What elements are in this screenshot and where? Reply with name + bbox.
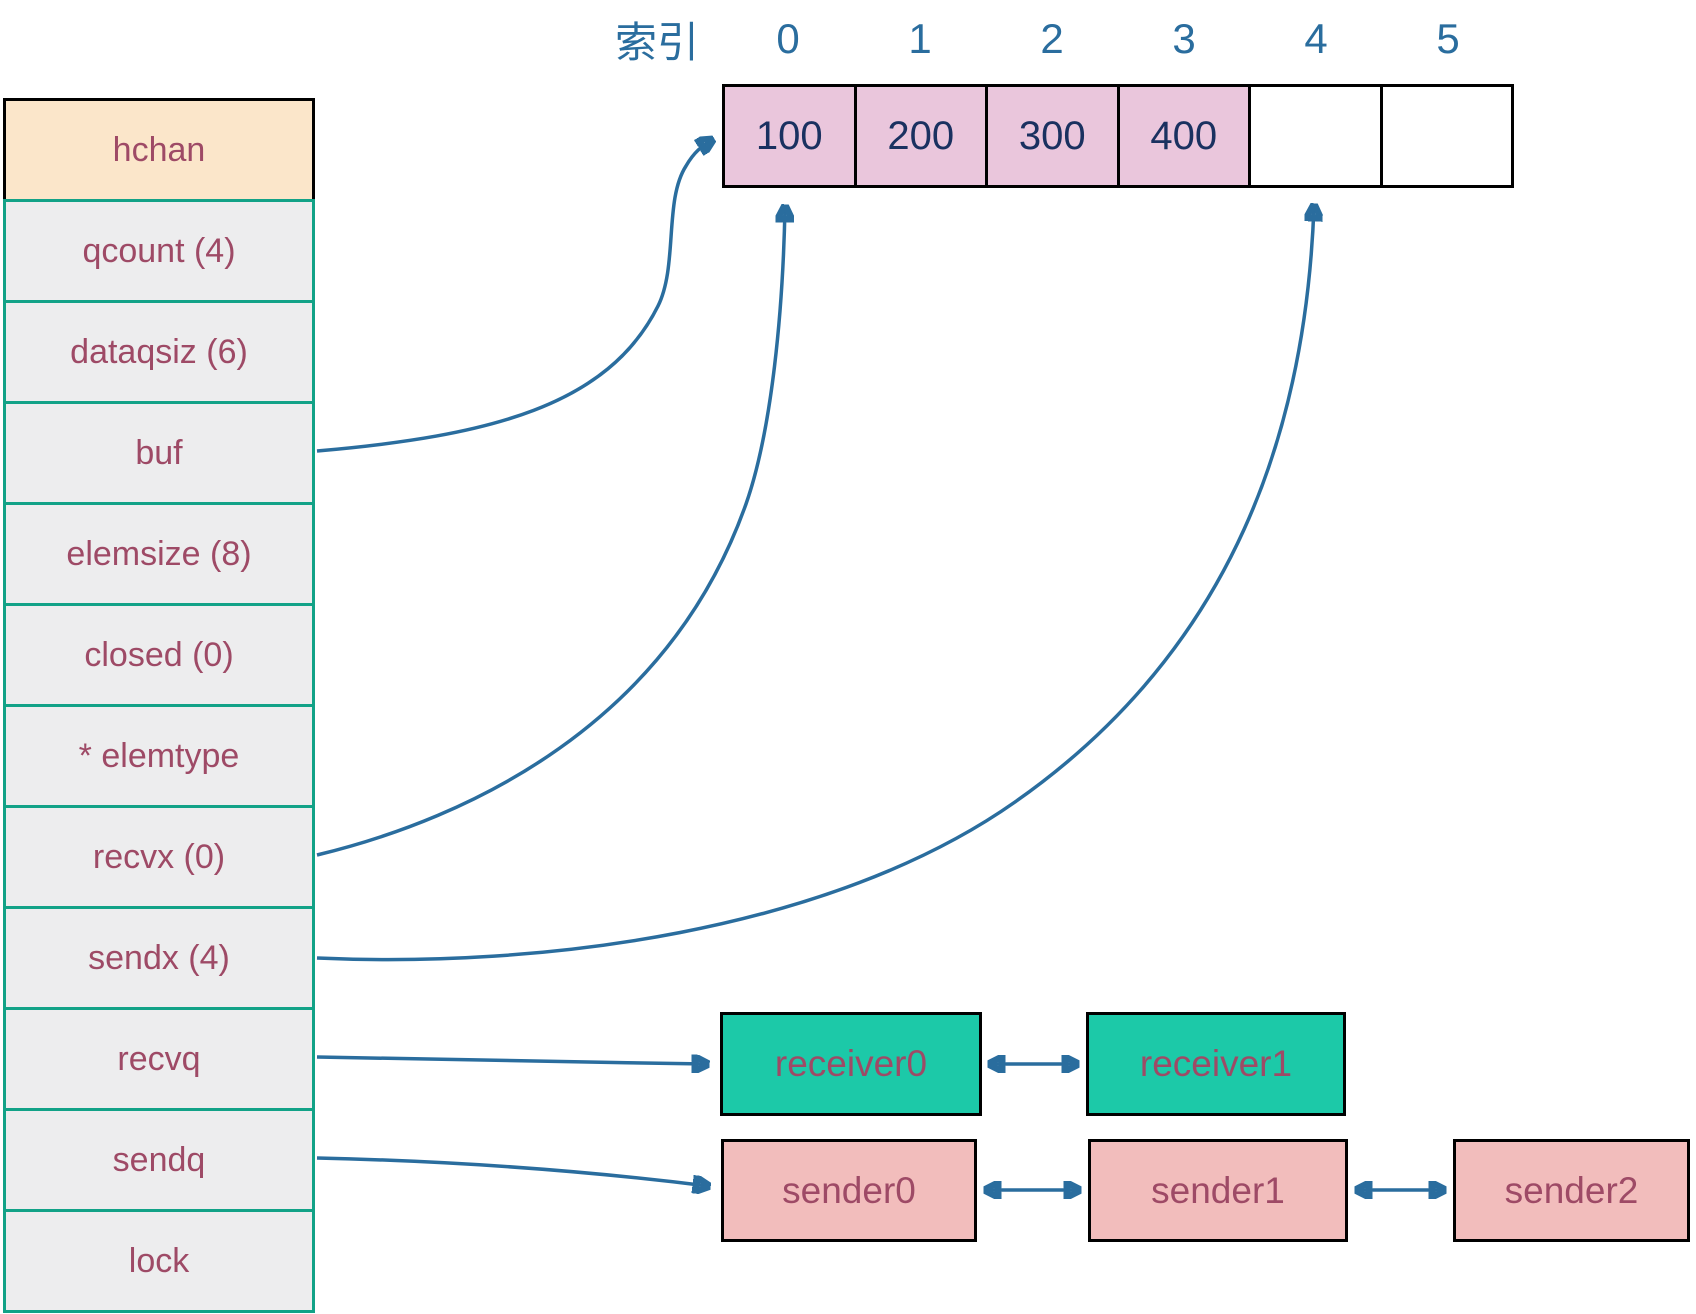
field-lock: lock bbox=[3, 1209, 315, 1313]
field-label: dataqsiz (6) bbox=[70, 332, 248, 371]
sendq-box-sender0: sender0 bbox=[721, 1139, 977, 1242]
field-elemsize: elemsize (8) bbox=[3, 502, 315, 606]
recvq-box-receiver0: receiver0 bbox=[720, 1012, 982, 1116]
field-qcount: qcount (4) bbox=[3, 199, 315, 303]
hchan-struct-table: hchan qcount (4) dataqsiz (6) buf elemsi… bbox=[3, 98, 315, 1313]
recvq-box-receiver1: receiver1 bbox=[1086, 1012, 1346, 1116]
sendq-box-sender2: sender2 bbox=[1453, 1139, 1690, 1242]
field-label: * elemtype bbox=[78, 736, 240, 775]
index-label-3: 3 bbox=[1172, 15, 1196, 62]
sender-label: sender1 bbox=[1151, 1169, 1285, 1211]
ring-buffer-array: 100 200 300 400 bbox=[722, 84, 1514, 188]
struct-header-hchan: hchan bbox=[3, 98, 315, 202]
field-label: qcount (4) bbox=[82, 231, 236, 270]
sender-label: sender0 bbox=[782, 1169, 916, 1211]
buffer-cell-5 bbox=[1382, 87, 1511, 185]
field-buf: buf bbox=[3, 401, 315, 505]
index-label-4: 4 bbox=[1304, 15, 1328, 62]
field-sendq: sendq bbox=[3, 1108, 315, 1212]
sendx-pointer-arrow bbox=[316, 206, 1314, 962]
buffer-cell-3: 400 bbox=[1119, 87, 1251, 185]
sendq-box-sender1: sender1 bbox=[1088, 1139, 1348, 1242]
struct-title: hchan bbox=[112, 130, 206, 169]
field-recvx: recvx (0) bbox=[3, 805, 315, 909]
field-label: elemsize (8) bbox=[66, 534, 252, 573]
field-label: sendq bbox=[112, 1140, 206, 1179]
field-label: closed (0) bbox=[84, 635, 234, 674]
receiver-label: receiver1 bbox=[1139, 1043, 1293, 1084]
index-label-1: 1 bbox=[908, 15, 932, 62]
buffer-index-row: 0 1 2 3 4 5 bbox=[722, 12, 1514, 66]
buffer-cell-2: 300 bbox=[988, 87, 1120, 185]
index-label-2: 2 bbox=[1040, 15, 1064, 62]
field-label: sendx (4) bbox=[88, 938, 230, 977]
field-dataqsiz: dataqsiz (6) bbox=[3, 300, 315, 404]
buf-pointer-arrow bbox=[316, 140, 712, 453]
field-label: buf bbox=[135, 433, 183, 472]
field-label: recvx (0) bbox=[92, 837, 226, 876]
recvx-pointer-arrow bbox=[316, 207, 785, 857]
index-label-0: 0 bbox=[776, 15, 800, 62]
recvq-pointer-arrow bbox=[316, 1057, 707, 1064]
buffer-cell-1: 200 bbox=[856, 87, 988, 185]
sendq-pointer-arrow bbox=[316, 1156, 708, 1186]
buffer-cell-0: 100 bbox=[725, 87, 857, 185]
sender-label: sender2 bbox=[1504, 1169, 1639, 1211]
receiver-label: receiver0 bbox=[774, 1043, 928, 1084]
buffer-index-caption: 索引 bbox=[614, 18, 699, 66]
field-recvq: recvq bbox=[3, 1007, 315, 1111]
field-sendx: sendx (4) bbox=[3, 906, 315, 1010]
field-elemtype: * elemtype bbox=[3, 704, 315, 808]
field-closed: closed (0) bbox=[3, 603, 315, 707]
index-label-5: 5 bbox=[1436, 15, 1460, 62]
buffer-cell-4 bbox=[1251, 87, 1383, 185]
field-label: recvq bbox=[117, 1039, 201, 1078]
field-label: lock bbox=[128, 1241, 190, 1280]
